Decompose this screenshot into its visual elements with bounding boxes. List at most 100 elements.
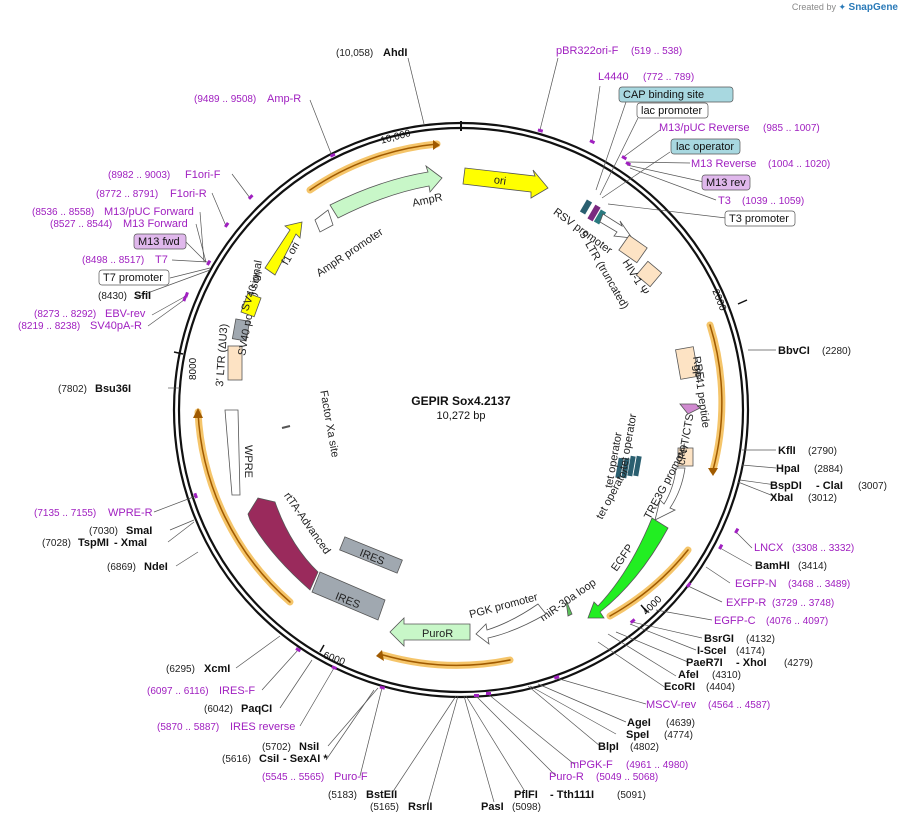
enzyme-spei[interactable]: SpeI (626, 729, 649, 741)
feature-ampr-label: AmpR (411, 191, 443, 209)
primer-egfp-c-range: (4076 .. 4097) (766, 616, 828, 627)
primer-amp-r[interactable]: Amp-R (267, 93, 301, 105)
enzyme-afei[interactable]: AfeI (678, 669, 699, 681)
primer-wpre-r[interactable]: WPRE-R (108, 507, 153, 519)
enzyme-xmai[interactable]: - XmaI (114, 537, 147, 549)
enzyme-ecori[interactable]: EcoRI (664, 681, 695, 693)
feature-ampr (329, 164, 443, 219)
enzyme-rsrii[interactable]: RsrII (408, 801, 432, 813)
enzyme-pasi-pos: (5098) (512, 802, 541, 813)
enzyme-pasi[interactable]: PasI (481, 801, 504, 813)
primer-ires-reverse[interactable]: IRES reverse (230, 721, 295, 733)
feature-sv40-pa (231, 318, 251, 342)
primer-t7[interactable]: T7 (155, 254, 168, 266)
primer-m13-reverse-range: (1004 .. 1020) (768, 159, 830, 170)
primer-puro-f[interactable]: Puro-F (334, 771, 368, 783)
feature-rsv-promoter (599, 213, 633, 239)
orf-arcs (194, 140, 726, 669)
primer-egfp-n[interactable]: EGFP-N (735, 578, 777, 590)
primer-pbr322ori-f[interactable]: pBR322ori-F (556, 45, 619, 57)
enzyme-xbai[interactable]: XbaI (770, 492, 793, 504)
orf-arrowhead-4 (193, 408, 203, 418)
enzyme-bbvci[interactable]: BbvCI (778, 345, 810, 357)
tick-label-2000: 2000 (709, 288, 728, 313)
label-box-m13-fwd[interactable] (133, 233, 187, 250)
label-box-m13-rev[interactable] (701, 174, 751, 191)
primer-mscv-rev[interactable]: MSCV-rev (646, 699, 697, 711)
primer-l4440[interactable]: L4440 (598, 71, 629, 83)
primer-f1ori-r-range: (8772 .. 8791) (96, 189, 158, 200)
primer-puro-r[interactable]: Puro-R (549, 771, 584, 783)
orf-arrowhead-3 (376, 650, 384, 661)
enzyme-smai[interactable]: SmaI (126, 525, 152, 537)
enzyme-bamhi[interactable]: BamHI (755, 560, 790, 572)
tick-label-8000: 8000 (188, 357, 199, 380)
feature-wpre-label: WPRE (242, 445, 254, 478)
enzyme-pflfi[interactable]: PflFI (514, 789, 538, 801)
label-box-lac-promoter[interactable] (636, 102, 709, 119)
plasmid-length: 10,272 bp (437, 410, 486, 422)
feature-ampr-promoter-arrow (314, 209, 334, 233)
feature-ori (462, 167, 549, 199)
enzyme-bspdi[interactable]: BspDI (770, 480, 802, 492)
primer-f1ori-f[interactable]: F1ori-F (185, 169, 221, 181)
enzyme-i-scei-pos: (4174) (736, 646, 765, 657)
label-box-lac-operator[interactable] (670, 138, 741, 155)
primer-lncx[interactable]: LNCX (754, 542, 784, 554)
enzyme-csii[interactable]: CsiI (259, 753, 279, 765)
enzyme-bsu36i[interactable]: Bsu36I (95, 383, 131, 395)
feature-factor-xa (281, 425, 291, 429)
primer-m13-puc-reverse[interactable]: M13/pUC Reverse (659, 122, 749, 134)
primer-wpre-r-range: (7135 .. 7155) (34, 508, 96, 519)
primer-m13-reverse[interactable]: M13 Reverse (691, 158, 756, 170)
enzyme-clai[interactable]: - ClaI (816, 480, 843, 492)
enzyme-bbvci-pos: (2280) (822, 346, 851, 357)
feature-5ltr (618, 234, 648, 264)
primer-t3[interactable]: T3 (718, 195, 731, 207)
primer-m13-forward[interactable]: M13 Forward (123, 218, 188, 230)
enzyme-agei[interactable]: AgeI (627, 717, 651, 729)
primer-puro-r-range: (5049 .. 5068) (596, 772, 658, 783)
enzyme-hpai[interactable]: HpaI (776, 463, 800, 475)
feature-small-block-1 (579, 199, 593, 215)
label-box-cap[interactable] (618, 86, 734, 103)
enzyme-ndei[interactable]: NdeI (144, 561, 168, 573)
feature-rtta (247, 497, 319, 591)
enzyme-tth111i[interactable]: - Tth111I (550, 789, 594, 801)
enzyme-sexai[interactable]: - SexAI * (283, 753, 328, 765)
feature-tet-operators (615, 455, 642, 479)
enzyme-xhoi[interactable]: - XhoI (736, 657, 767, 669)
enzyme-sfii[interactable]: SfiI (134, 290, 151, 302)
enzyme-paer7i[interactable]: PaeR7I (686, 657, 723, 669)
primer-f1ori-r[interactable]: F1ori-R (170, 188, 207, 200)
enzyme-ahdi-pos: (10,058) (336, 48, 373, 59)
label-cap-binding-site: CAP binding site (623, 89, 704, 101)
enzyme-bspdi-pos: (3007) (858, 481, 887, 492)
enzyme-paqci[interactable]: PaqCI (241, 703, 272, 715)
primer-egfp-c[interactable]: EGFP-C (714, 615, 756, 627)
enzyme-tspmi-pos: (7028) (42, 538, 71, 549)
enzyme-bsrgi[interactable]: BsrGI (704, 633, 734, 645)
primer-ires-f[interactable]: IRES-F (219, 685, 255, 697)
enzyme-i-scei[interactable]: I-SceI (697, 645, 726, 657)
feature-egfp (587, 517, 669, 619)
primer-ebv-rev[interactable]: EBV-rev (105, 308, 146, 320)
label-box-t7-promoter[interactable] (98, 269, 170, 286)
enzyme-blpi[interactable]: BlpI (598, 741, 619, 753)
primer-m13-puc-forward[interactable]: M13/pUC Forward (104, 206, 194, 218)
feature-tre3g (654, 467, 686, 521)
feature-small-block-2 (587, 204, 601, 222)
primer-sv40pa-r[interactable]: SV40pA-R (90, 320, 142, 332)
enzyme-bsrgi-pos: (4132) (746, 634, 775, 645)
feature-pgk (475, 603, 547, 645)
enzyme-bsteii[interactable]: BstEII (366, 789, 397, 801)
primer-exfp-r[interactable]: EXFP-R (726, 597, 766, 609)
enzyme-xcmi[interactable]: XcmI (204, 663, 230, 675)
enzyme-nsii[interactable]: NsiI (299, 741, 319, 753)
enzyme-kfli[interactable]: KflI (778, 445, 796, 457)
enzyme-ahdi[interactable]: AhdI (383, 47, 407, 59)
feature-ires-label: IRES (358, 547, 386, 568)
primer-mpgk-f[interactable]: mPGK-F (570, 759, 613, 771)
enzyme-tspmi[interactable]: TspMI (78, 537, 109, 549)
label-box-t3-promoter[interactable] (724, 210, 796, 227)
